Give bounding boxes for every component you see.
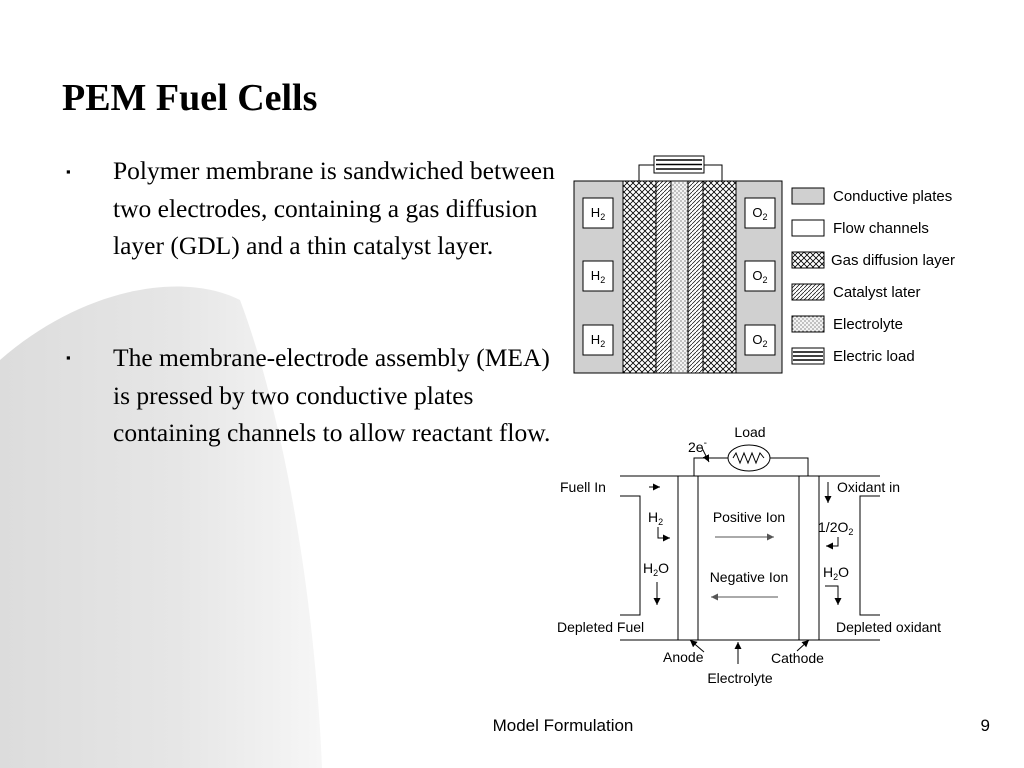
anode-pointer — [689, 639, 705, 653]
o2-to-cathode-arrow — [826, 537, 839, 550]
legend-label: Gas diffusion layer — [831, 252, 955, 269]
depleted-oxidant-label: Depleted oxidant — [836, 619, 941, 635]
legend-swatch-flow-channels — [791, 219, 825, 237]
oxidant-in-label: Oxidant in — [837, 479, 900, 495]
anode-label: Anode — [663, 649, 704, 665]
depleted-fuel-label: Depleted Fuel — [557, 619, 644, 635]
bullet-marker: ▪ — [66, 164, 71, 179]
footer-title: Model Formulation — [492, 716, 634, 735]
slide-title: PEM Fuel Cells — [62, 77, 318, 119]
electrolyte-label: Electrolyte — [707, 670, 773, 686]
h2-to-anode-arrow — [657, 527, 670, 542]
external-circuit-wire — [770, 457, 809, 476]
catalyst-layer — [655, 180, 672, 374]
flow-channel: H2​ — [582, 324, 614, 356]
flow-channel: H2​ — [582, 197, 614, 229]
legend: Conductive plates Flow channels Gas diff… — [791, 187, 955, 365]
gas-diffusion-layer — [622, 180, 657, 374]
bullet-marker: ▪ — [66, 350, 71, 365]
legend-label: Conductive plates — [833, 188, 952, 205]
fuel-channel-wall — [620, 495, 641, 616]
svg-text:1/2O2​: 1/2O2​ — [818, 519, 853, 537]
legend-swatch-electric-load — [791, 347, 825, 365]
page-number: 9 — [980, 716, 990, 735]
fuel-cell-stack-diagram: H2​ H2​ H2​ O2​ O2​ O2​ Conductive plate… — [573, 155, 955, 374]
legend-swatch-catalyst-layer — [791, 283, 825, 301]
svg-text:H2​O: H2​O — [643, 560, 669, 578]
electrolyte-layer — [670, 180, 689, 374]
flow-channel: O2​ — [744, 197, 776, 229]
h2-label: H2​ — [648, 509, 663, 527]
h2o-left-label: H2​O — [643, 560, 669, 578]
electric-load-icon — [653, 155, 705, 174]
flow-channel: H2​ — [582, 260, 614, 292]
positive-ion-label: Positive Ion — [713, 509, 785, 525]
negative-ion-label: Negative Ion — [710, 569, 789, 585]
electron-flow-arrow — [701, 447, 710, 463]
load-label: Load — [734, 424, 765, 440]
fuel-cell-schematic: Load 2e- Fuell In H2​ H2​O Depleted Fuel… — [557, 424, 941, 686]
flow-channel: O2​ — [744, 260, 776, 292]
legend-label: Electrolyte — [833, 316, 903, 333]
legend-label: Electric load — [833, 348, 915, 365]
cathode-pointer — [796, 639, 810, 652]
svg-text:H2​: H2​ — [648, 509, 663, 527]
resistor-load-icon — [727, 444, 771, 472]
electron-label: 2e — [688, 439, 704, 455]
h2o-right-label: H2​O — [823, 564, 849, 582]
svg-text:2e-: 2e- — [688, 438, 707, 455]
flow-channel: O2​ — [744, 324, 776, 356]
gas-diffusion-layer — [702, 180, 737, 374]
legend-swatch-electrolyte — [791, 315, 825, 333]
external-circuit-wire — [693, 457, 728, 476]
bullet-text: Polymer membrane is sandwiched between t… — [113, 156, 555, 260]
legend-swatch-conductive-plates — [791, 187, 825, 205]
electron-charge-sup: - — [704, 438, 707, 449]
svg-text:H2​O: H2​O — [823, 564, 849, 582]
fuel-in-label: Fuell In — [560, 479, 606, 495]
h2o-cathode-arrow — [825, 585, 842, 605]
half-o2-label: 1/2O2​ — [818, 519, 853, 537]
bullet-text: The membrane-electrode assembly (MEA) is… — [113, 343, 551, 447]
catalyst-layer — [687, 180, 704, 374]
oxidant-channel-wall — [859, 495, 880, 616]
legend-swatch-gas-diffusion-layer — [791, 251, 825, 269]
legend-label: Flow channels — [833, 220, 929, 237]
cathode-label: Cathode — [771, 650, 824, 666]
legend-label: Catalyst later — [833, 284, 921, 301]
